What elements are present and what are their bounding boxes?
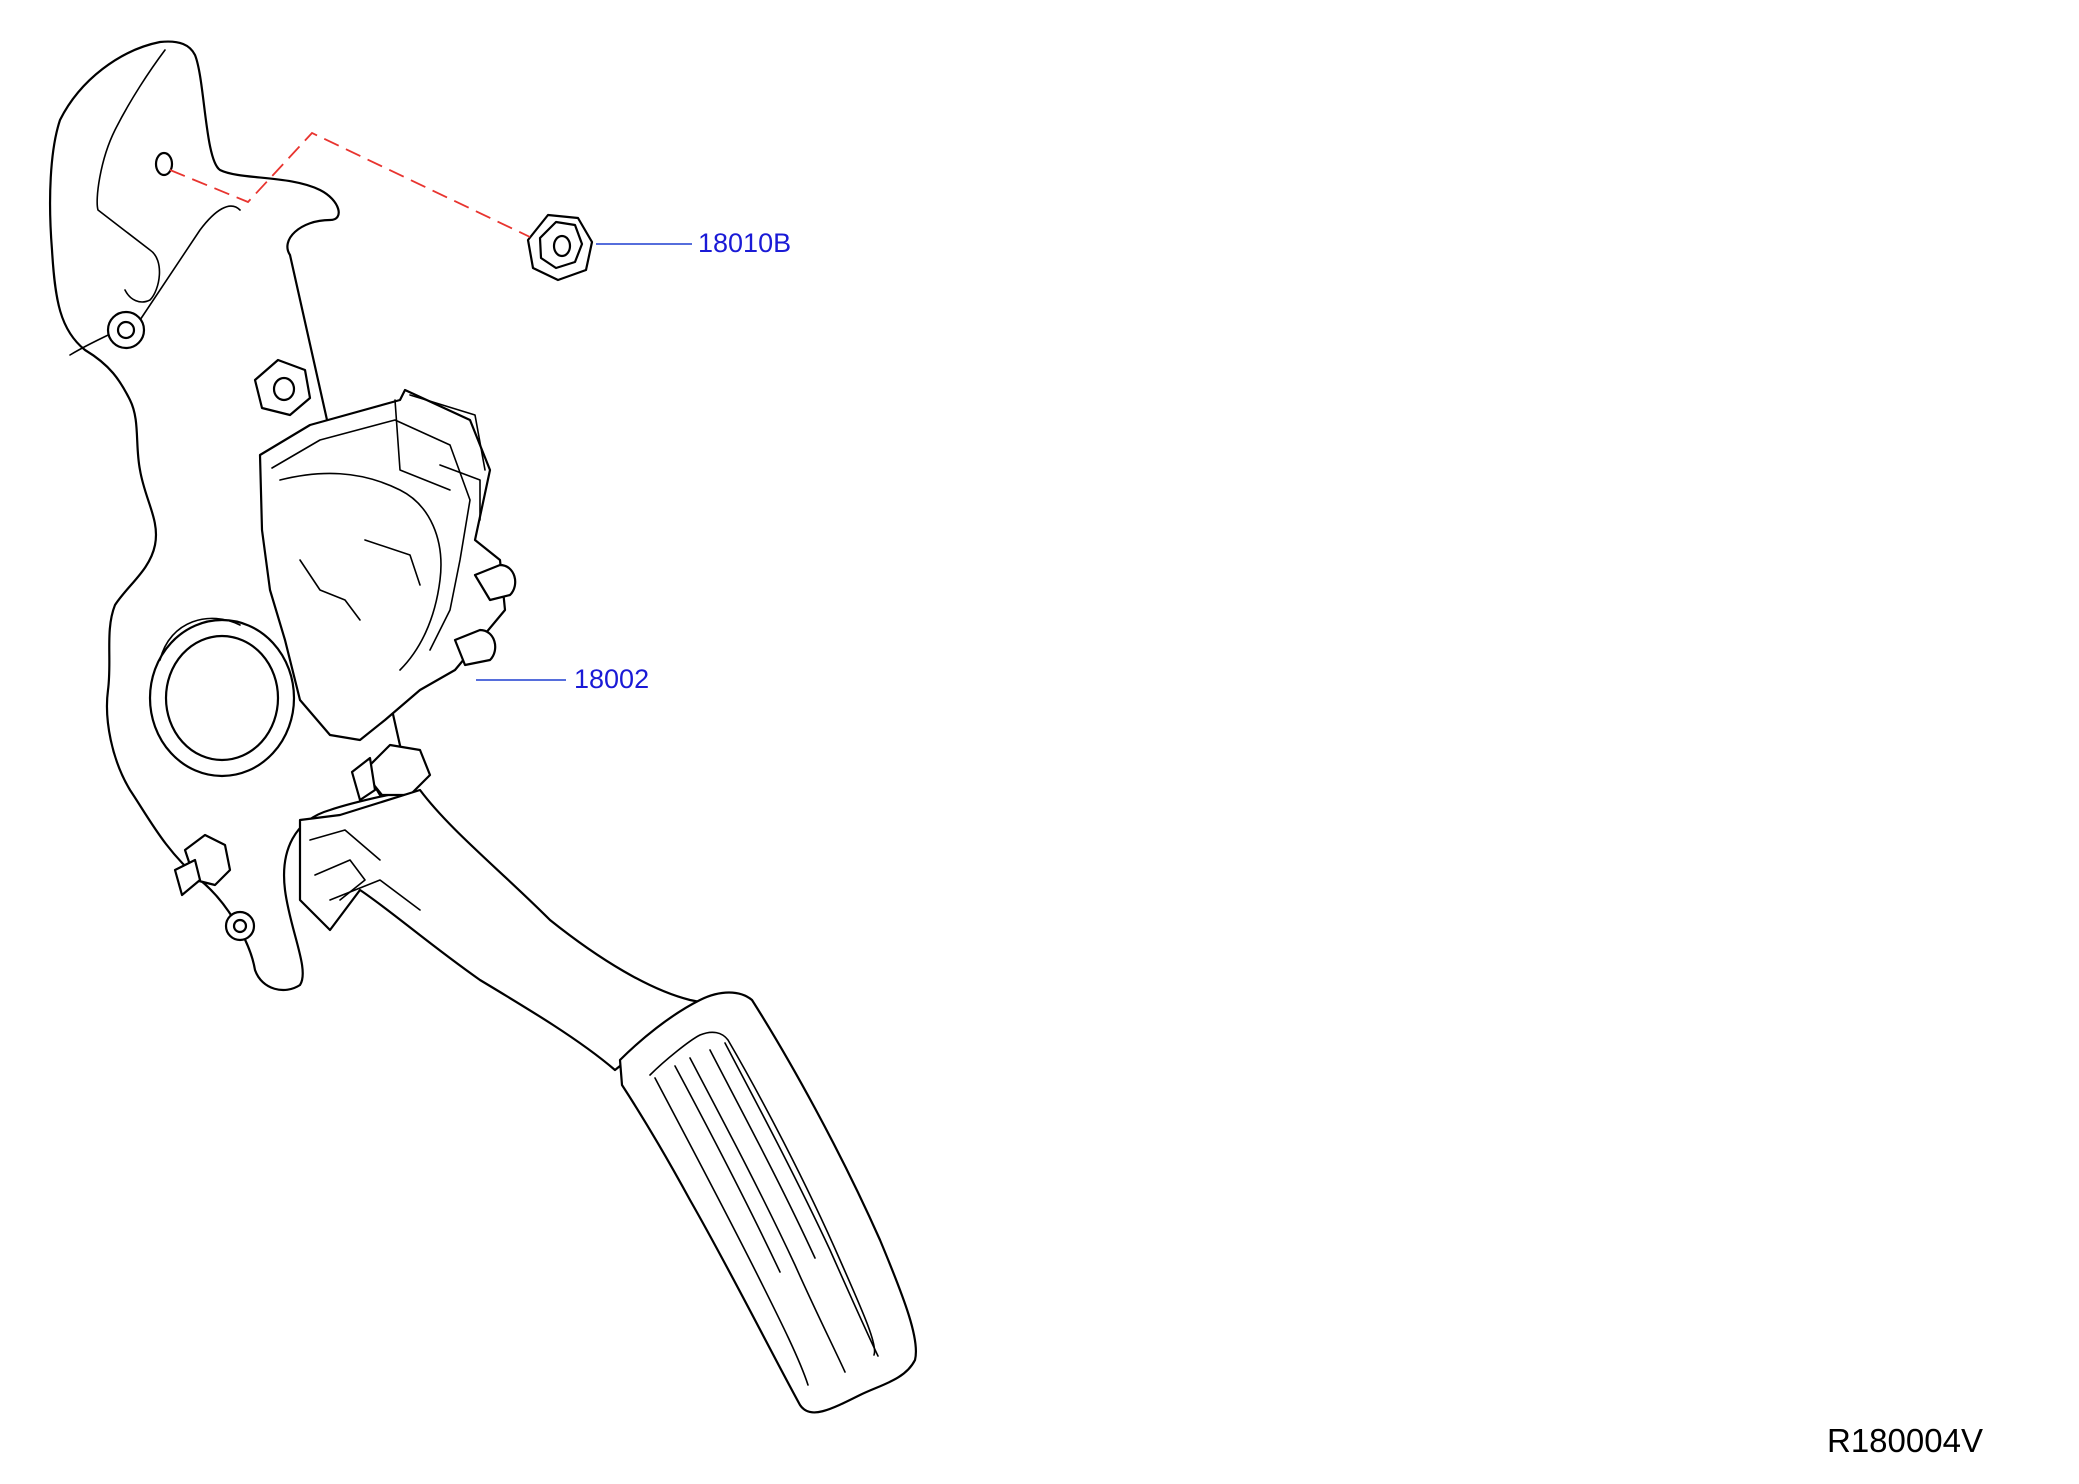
- bracket-nut-mid: [253, 358, 312, 417]
- pivot-boss: [148, 617, 296, 778]
- pedal-arm: [298, 788, 702, 1072]
- flange-nut: [526, 213, 594, 282]
- pedal-stud-lower-right: [350, 743, 432, 802]
- assembly-dashed-line: [169, 131, 531, 238]
- bracket-bolt-upper: [106, 310, 146, 350]
- bracket-hole: [154, 151, 174, 177]
- callout-18010B[interactable]: 18010B: [698, 228, 792, 258]
- pedal-sensor-housing: [258, 388, 507, 742]
- callout-18002[interactable]: 18002: [574, 664, 650, 694]
- sensor-stud: [453, 563, 517, 667]
- pedal-stud-lower-left: [173, 833, 256, 942]
- diagram-reference-code: R180004V: [1827, 1422, 1983, 1459]
- pedal-pad: [618, 991, 917, 1414]
